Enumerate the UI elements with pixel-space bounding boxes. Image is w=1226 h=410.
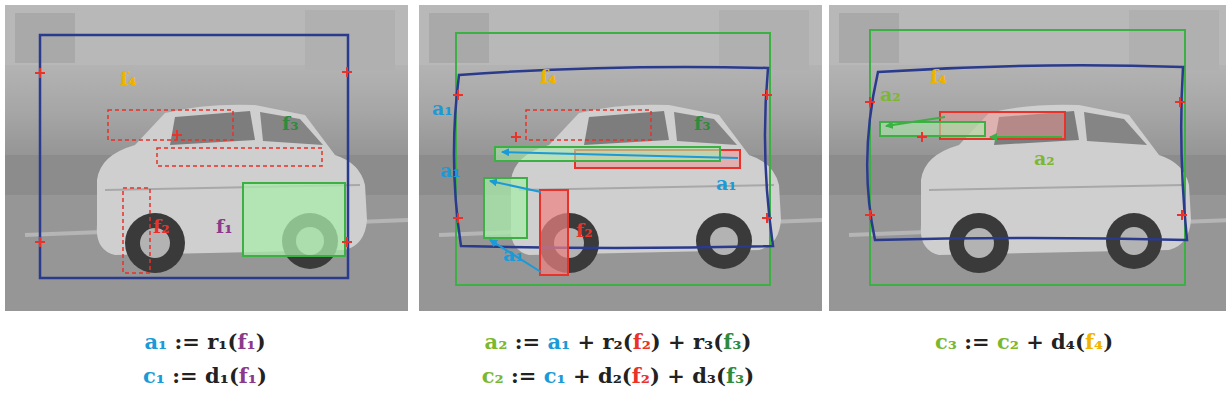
equation-term: ) + — [650, 363, 692, 388]
feature-label: a₂ — [880, 84, 901, 105]
equation-term: + — [566, 363, 598, 388]
equation-term: a₁ — [503, 243, 524, 265]
equation-term: := — [507, 329, 547, 354]
update-equation: a₂ := a₁ + r₂(f₂) + r₃(f₃) — [485, 330, 752, 353]
equation-term: + — [1019, 329, 1051, 354]
equation-term: ) + — [651, 329, 693, 354]
equation-term: c₂ — [482, 363, 504, 388]
equation-term: c₁ — [143, 363, 165, 388]
equation-term: f₂ — [576, 219, 593, 241]
equation-term: f₂ — [632, 363, 650, 388]
equation-term: f₄ — [930, 65, 947, 87]
equation-term: d₂ — [598, 363, 622, 388]
feature-label: f₄ — [540, 66, 557, 87]
equation-term: d₁ — [205, 363, 229, 388]
equation-term: a₂ — [485, 329, 508, 354]
update-equation: c₂ := c₁ + d₂(f₂) + d₃(f₃) — [482, 364, 754, 387]
feature-label: f₂ — [153, 216, 170, 237]
equation-term: f₄ — [540, 65, 557, 87]
equation-term: a₁ — [440, 159, 461, 181]
equation-term: f₄ — [120, 67, 137, 89]
equation-term: f₃ — [282, 112, 299, 134]
equation-term: c₃ — [935, 329, 957, 354]
update-equation: c₃ := c₂ + d₄(f₄) — [935, 330, 1113, 353]
equation-term: f₁ — [216, 215, 233, 237]
feature-label: f₄ — [120, 68, 137, 89]
equation-term: f₂ — [633, 329, 651, 354]
equation-term: ( — [716, 363, 726, 388]
equation-term: := — [957, 329, 997, 354]
equation-term: ( — [1075, 329, 1085, 354]
equation-term: r₂ — [602, 329, 622, 354]
equation-term: f₄ — [1085, 329, 1103, 354]
equation-term: a₁ — [547, 329, 570, 354]
equation-term: r₃ — [693, 329, 713, 354]
equation-term: + — [570, 329, 602, 354]
feature-label: f₄ — [930, 66, 947, 87]
equation-term: := — [504, 363, 544, 388]
equation-term: d₃ — [692, 363, 716, 388]
equation-term: ) — [257, 363, 267, 388]
equation-term: := — [165, 363, 205, 388]
feature-label: a₁ — [503, 244, 524, 265]
equation-term: f₂ — [153, 215, 170, 237]
equation-term: f₃ — [726, 363, 744, 388]
feature-label: f₃ — [282, 113, 299, 134]
equation-term: ) — [744, 363, 754, 388]
feature-label: a₁ — [440, 160, 461, 181]
equation-term: c₁ — [544, 363, 566, 388]
equation-term: a₁ — [716, 172, 737, 194]
equation-term: f₃ — [694, 112, 711, 134]
feature-label: f₃ — [694, 113, 711, 134]
feature-label: a₂ — [1034, 148, 1055, 169]
update-equation: c₁ := d₁(f₁) — [143, 364, 267, 387]
equation-term: ( — [623, 329, 633, 354]
equation-term: r₁ — [207, 329, 227, 354]
feature-label: f₁ — [216, 216, 233, 237]
equation-term: ) — [1103, 329, 1113, 354]
feature-label: a₁ — [716, 173, 737, 194]
update-equation: a₁ := r₁(f₁) — [144, 330, 265, 353]
equation-term: f₃ — [723, 329, 741, 354]
equation-term: ) — [741, 329, 751, 354]
equation-term: f₁ — [239, 363, 257, 388]
feature-label: a₁ — [432, 98, 453, 119]
equation-term: a₁ — [432, 97, 453, 119]
equation-term: ( — [713, 329, 723, 354]
equation-term: ( — [227, 329, 237, 354]
equation-term: a₁ — [144, 329, 167, 354]
equation-term: d₄ — [1051, 329, 1075, 354]
equation-term: a₂ — [880, 83, 901, 105]
equation-term: ( — [229, 363, 239, 388]
equation-term: ) — [256, 329, 266, 354]
equation-term: ( — [622, 363, 632, 388]
equation-term: f₁ — [237, 329, 255, 354]
equation-term: c₂ — [997, 329, 1019, 354]
feature-label: f₂ — [576, 220, 593, 241]
equation-term: := — [167, 329, 207, 354]
equation-term: a₂ — [1034, 147, 1055, 169]
